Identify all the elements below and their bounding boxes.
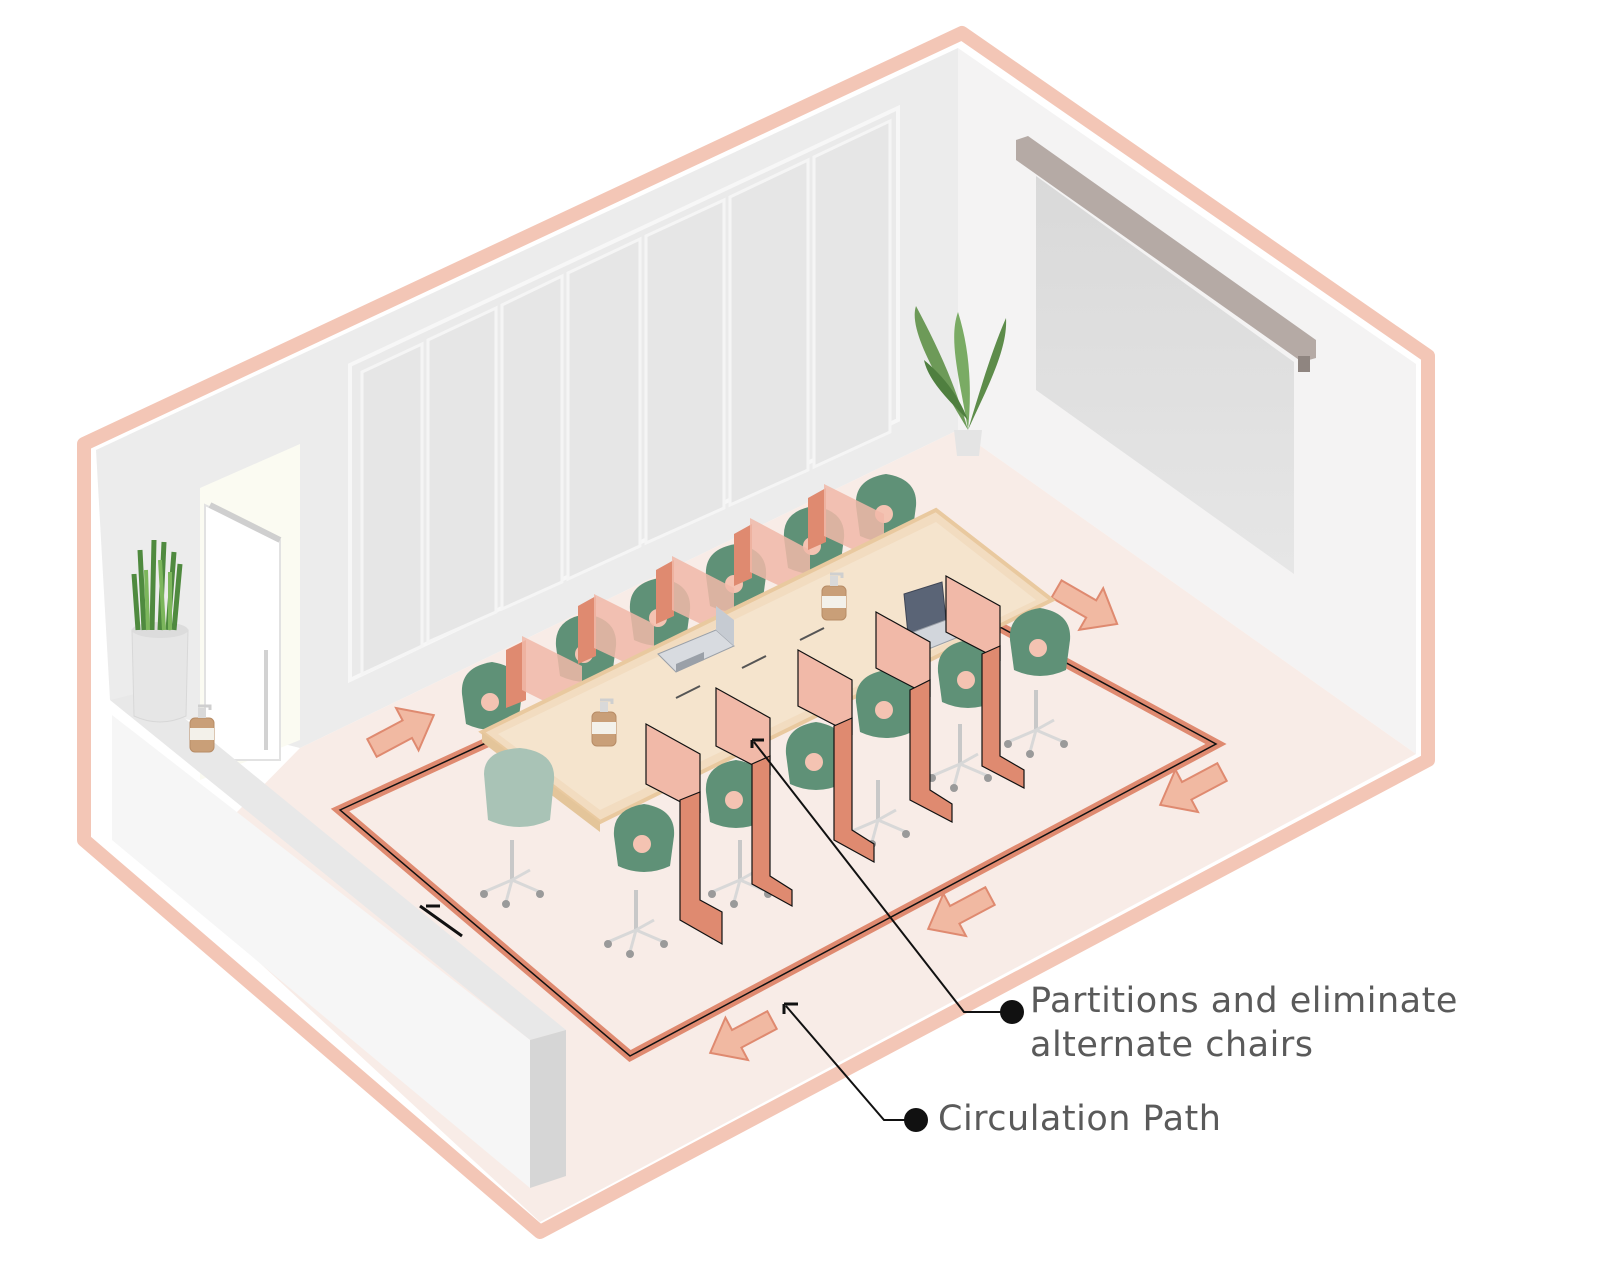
callout-leaders (753, 741, 1024, 1132)
projector-screen-icon (1016, 136, 1316, 574)
wall-panels (348, 104, 900, 684)
callout-dot (1000, 1000, 1024, 1024)
counter-wall (110, 690, 566, 1188)
callout-partitions-line2: alternate chairs (1030, 1025, 1313, 1065)
room-outline (77, 26, 1435, 1239)
callout-partitions-line1: Partitions and eliminate (1030, 981, 1458, 1021)
plant-icon (131, 539, 189, 723)
door (200, 444, 300, 780)
chair-icon (484, 748, 555, 827)
plant-icon (914, 306, 1007, 456)
laptop-icon (657, 606, 735, 673)
callout-circulation-path: Circulation Path (938, 1099, 1221, 1139)
callout-dot (904, 1108, 928, 1132)
front-partitions (645, 574, 1025, 946)
